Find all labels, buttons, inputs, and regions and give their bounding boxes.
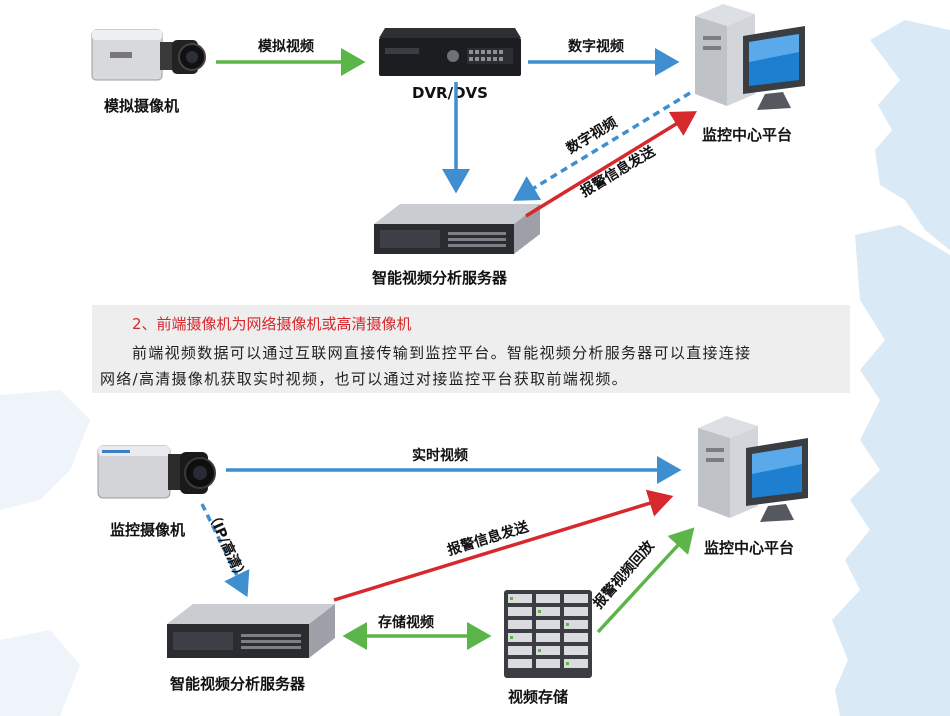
map-shape-bottom-left	[0, 630, 80, 716]
arrow-alarm-playback	[596, 527, 695, 634]
monitor-center-computer-icon-bottom	[698, 416, 808, 522]
map-shape-right	[832, 225, 950, 716]
analysis-server-label-top: 智能视频分析服务器	[372, 269, 508, 287]
dvr-label: DVR/DVS	[412, 84, 488, 102]
video-storage-icon	[504, 590, 592, 678]
arrow-alarm-send-bottom	[333, 489, 674, 602]
analysis-server-icon-top	[374, 204, 540, 254]
analog-camera-label: 模拟摄像机	[104, 97, 180, 115]
label-store-video: 存储视频	[378, 615, 434, 631]
label-digital-video-top: 数字视频	[568, 39, 624, 55]
monitor-center-label-top: 监控中心平台	[702, 126, 793, 144]
arrow-alarm-send-top	[525, 111, 697, 218]
arrow-camera-to-server	[200, 503, 250, 598]
paragraph-line-1: 前端视频数据可以通过互联网直接传输到监控平台。智能视频分析服务器可以直接连接	[132, 344, 752, 362]
label-realtime-video: 实时视频	[412, 448, 468, 464]
dvr-device-icon	[379, 28, 521, 76]
monitor-center-label-bottom: 监控中心平台	[704, 539, 795, 557]
monitor-center-computer-icon	[695, 4, 805, 110]
map-shape-top-right	[870, 20, 950, 250]
analysis-server-label-bottom: 智能视频分析服务器	[170, 675, 306, 693]
description-box: 2、前端摄像机为网络摄像机或高清摄像机 前端视频数据可以通过互联网直接传输到监控…	[92, 305, 850, 393]
section-heading: 2、前端摄像机为网络摄像机或高清摄像机	[132, 315, 412, 333]
video-storage-label: 视频存储	[508, 688, 569, 706]
analysis-server-icon-bottom	[167, 604, 335, 658]
map-shape-left	[0, 390, 90, 510]
arrow-digital-video-center-to-server	[513, 91, 691, 201]
paragraph-line-2: 网络/高清摄像机获取实时视频，也可以通过对接监控平台获取前端视频。	[100, 370, 628, 388]
monitor-camera-label: 监控摄像机	[110, 521, 186, 539]
monitor-camera-icon	[97, 445, 216, 499]
label-analog-video: 模拟视频	[258, 39, 314, 55]
analog-camera-icon	[91, 29, 206, 81]
